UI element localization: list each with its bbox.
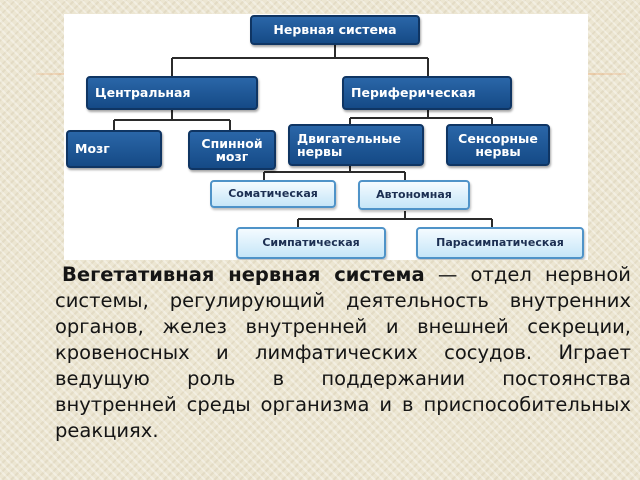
node-motor-nerves: Двигательные нервы	[288, 124, 424, 166]
node-central: Центральная	[86, 76, 258, 110]
node-parasympathetic: Парасимпатическая	[416, 227, 584, 259]
connector-central	[113, 110, 231, 130]
node-autonomic: Автономная	[358, 180, 470, 210]
node-nervous-system: Нервная система	[250, 15, 420, 45]
connector-root	[171, 44, 429, 76]
connector-lines	[113, 44, 493, 227]
connector-motor	[263, 166, 406, 180]
node-peripheral: Периферическая	[342, 76, 512, 110]
node-brain: Мозг	[66, 130, 162, 168]
definition-paragraph: Вегетативная нервная система — отдел нер…	[55, 262, 631, 444]
definition-term: Вегетативная нервная система	[62, 263, 425, 286]
node-somatic: Соматическая	[210, 180, 336, 208]
connector-autonomic	[297, 211, 493, 227]
node-spinal-cord: Спинной мозг	[188, 130, 276, 170]
node-sensory-nerves: Сенсорные нервы	[446, 124, 550, 166]
definition-text: — отдел нервной системы, регулирующий де…	[55, 263, 631, 442]
connector-peripheral	[349, 110, 493, 124]
nervous-system-diagram: Нервная система Центральная Периферическ…	[64, 14, 588, 260]
node-sympathetic: Симпатическая	[236, 227, 386, 259]
